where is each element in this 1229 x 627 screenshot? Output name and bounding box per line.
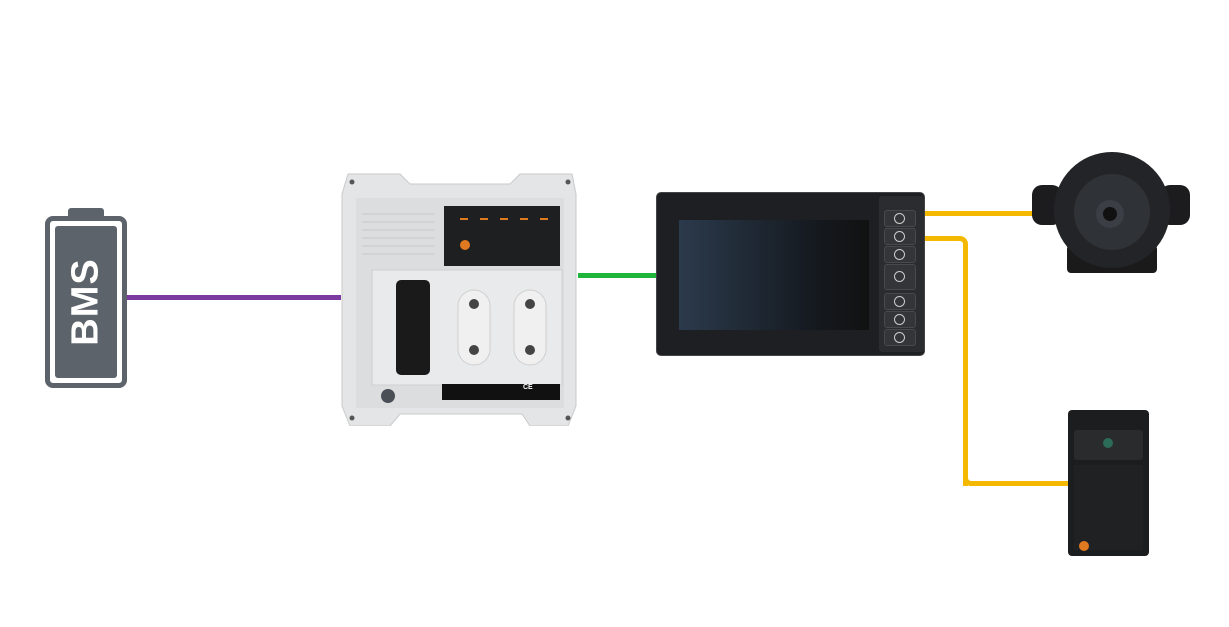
display-sensor-link-bottom — [963, 478, 1069, 486]
function-key-4 — [884, 293, 916, 310]
bms-label: BMS — [64, 258, 107, 346]
sensor-device — [1068, 410, 1149, 556]
function-key-3 — [884, 246, 916, 263]
battery-fill — [55, 226, 117, 378]
bms-controller-link — [125, 295, 341, 300]
display-screen — [679, 220, 869, 330]
function-key-6 — [884, 329, 916, 346]
ce-mark: CE — [523, 384, 533, 391]
battery-terminal — [68, 208, 104, 217]
function-key-1 — [884, 210, 916, 227]
controller-device: CE — [340, 170, 578, 427]
display-sensor-link — [924, 236, 968, 486]
camera-device — [1032, 150, 1192, 274]
display-keypad — [879, 196, 924, 352]
function-key-2 — [884, 228, 916, 245]
display-device — [657, 193, 924, 355]
controller-display-link — [578, 273, 658, 278]
navigation-pad-icon — [884, 264, 916, 290]
bms-battery-icon: BMS — [45, 208, 127, 388]
function-key-5 — [884, 311, 916, 328]
display-camera-link — [924, 211, 1036, 216]
